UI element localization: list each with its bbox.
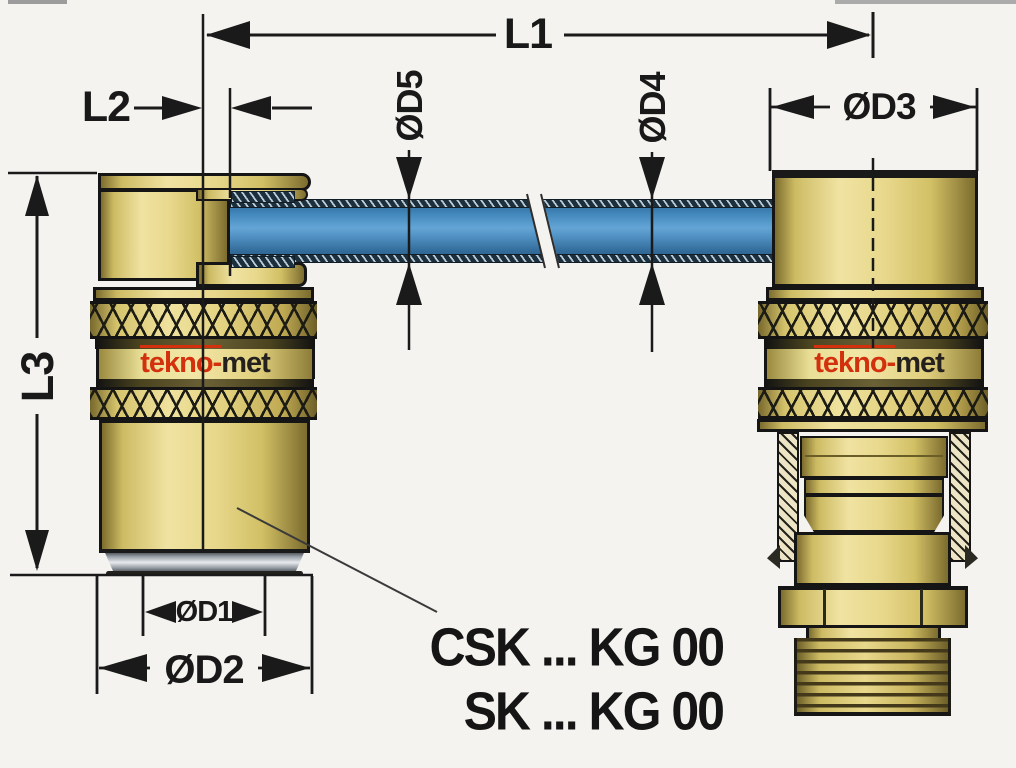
right-coupling-valve-block-bevel [804, 495, 944, 532]
right-coupling-valve-block-top-line [805, 455, 943, 457]
brand-logo-dark-text: met [221, 347, 271, 379]
right-coupling-valve-block-top [800, 436, 948, 478]
right-coupling-valve-block-mid [804, 478, 944, 495]
right-coupling-hex-facet-line-left [823, 589, 826, 625]
right-coupling-cap [772, 170, 978, 287]
part-number-line-1: CSK ... KG 00 [429, 616, 725, 678]
right-coupling-groove-lower [764, 379, 984, 387]
right-coupling-rim [757, 419, 988, 432]
right-coupling-oring-left [767, 545, 780, 569]
right-coupling-sleeve-wall-left [777, 432, 799, 562]
right-coupling-sleeve-wall-right [949, 432, 971, 562]
hose-tube-bottom-edge [230, 254, 773, 263]
right-coupling-oring-right [965, 545, 978, 569]
brand-logo-dark-text: met [895, 347, 945, 379]
left-coupling-knurl-band-lower [90, 387, 317, 420]
right-coupling-hex-facet-line-right [920, 589, 923, 625]
dim-label-d2: ØD2 [164, 648, 244, 692]
right-coupling-thread-neck [806, 628, 941, 638]
right-coupling-knurl-band-upper [758, 301, 988, 339]
left-coupling-groove-lower [96, 379, 314, 387]
left-coupling-brand-logo: tekno-met [120, 345, 290, 379]
part-number-line-2: SK ... KG 00 [463, 680, 725, 742]
right-coupling-step-band [766, 287, 984, 301]
right-coupling-male-thread [794, 638, 951, 716]
left-coupling-knurl-band-upper [90, 301, 317, 339]
dim-label-d1: ØD1 [175, 596, 234, 628]
hose-tube-top-edge [230, 199, 773, 208]
hose-tube [230, 200, 773, 262]
right-coupling-knurl-band-lower [758, 387, 988, 419]
scan-artifact-bar-left [8, 0, 67, 4]
brand-logo-red-text: tekno- [814, 345, 896, 379]
dim-label-d5: ØD5 [389, 70, 430, 142]
left-coupling-collet-hatch-top [231, 191, 295, 203]
right-coupling-brand-logo: tekno-met [794, 345, 964, 379]
left-coupling-collet-hatch-bottom [231, 256, 295, 268]
left-coupling-cap-top-line [100, 549, 309, 553]
brand-logo-red-text: tekno- [140, 345, 222, 379]
left-coupling-body [99, 420, 310, 553]
dim-label-l1: L1 [503, 10, 553, 58]
scan-artifact-bar-right [835, 0, 1016, 4]
dim-label-l2: L2 [81, 83, 131, 131]
right-coupling-valve-block-base [794, 532, 951, 586]
dim-label-l3: L3 [11, 351, 63, 403]
dim-label-d3: ØD3 [842, 86, 916, 127]
right-coupling-hex-nut [778, 586, 968, 628]
right-coupling-logo-band [764, 349, 984, 379]
dim-label-d4: ØD4 [632, 72, 673, 144]
left-coupling-closure-cap [105, 553, 304, 572]
left-coupling-cap-bottom-edge [106, 571, 303, 576]
left-coupling-step-band [93, 287, 314, 301]
